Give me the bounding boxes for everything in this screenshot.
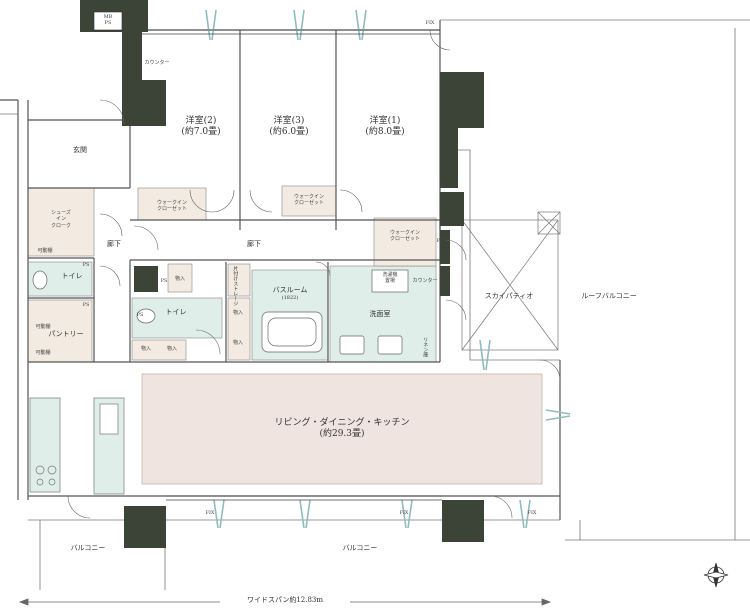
toilet-label-1: トイレ: [61, 272, 83, 280]
linen-label: リネン庫: [422, 337, 429, 357]
storage-label-4: 物入: [232, 310, 243, 316]
storage-a: [167, 263, 193, 293]
fix-label-1: FIX: [205, 510, 215, 516]
room-western3-label: 洋室(3)(約6.0畳): [269, 116, 309, 138]
hallway-label-2: 廊下: [247, 240, 261, 248]
walkin-label-1: ウォークインクローゼット: [156, 200, 187, 213]
fix-label-4: FIX: [425, 20, 435, 26]
room-western2-label: 洋室(2)(約7.0畳): [181, 116, 221, 138]
sky-patio-label: スカイパティオ: [484, 292, 534, 300]
movable-shelf-label-1: 可動棚: [37, 248, 53, 254]
washer-label: 洗濯機置場: [382, 272, 398, 285]
toilet-bowl-1: [32, 270, 48, 290]
room-western1-label: 洋室(1)(約8.0畳): [365, 116, 405, 138]
shoes-closet-label: シューズインクローク: [50, 210, 71, 229]
closet-wic2: [281, 185, 337, 217]
hallway-label-1: 廊下: [107, 240, 121, 248]
wide-span-label: ワイドスパン約12.83m: [220, 596, 350, 605]
ldk-floor: [141, 373, 543, 485]
compass: [703, 562, 729, 588]
storage-label-1: 物入: [174, 276, 185, 282]
fix-label-2: FIX: [399, 510, 409, 516]
storage-label-2: 物入: [140, 346, 151, 352]
door-swings: [67, 29, 561, 519]
fixtures: [32, 269, 409, 355]
entrance-label: 玄関: [73, 146, 87, 154]
counter-label-1: カウンター: [412, 278, 438, 284]
closet-wic3: [373, 217, 437, 267]
ps-label-1: PS: [160, 278, 168, 284]
closet-shoes: [27, 187, 95, 257]
ps-label-4: PS: [436, 238, 444, 244]
movable-shelf-label-2: 可動棚: [35, 324, 51, 330]
ldk-label: リビング・ダイニング・キッチン(約29.3畳): [274, 418, 410, 440]
fix-label-3: FIX: [527, 510, 537, 516]
katazuke-area: [227, 263, 251, 297]
pantry-label: パントリー: [48, 330, 84, 338]
balcony-label-1: バルコニー: [70, 544, 106, 552]
counter-label-2: カウンター: [144, 60, 170, 66]
ps-label-2: PS: [82, 262, 90, 268]
mb-ps-box: [93, 11, 123, 31]
sink-2: [377, 335, 403, 355]
storage-b: [131, 339, 187, 361]
window-frames: [142, 29, 442, 501]
storage-c: [227, 297, 251, 361]
kitchen: [29, 397, 125, 495]
washer: [371, 269, 409, 293]
storage-label-5: 物入: [232, 340, 243, 346]
window-markers: [205, 9, 571, 529]
bathroom-label: バスルーム(1822): [272, 286, 308, 301]
storage-label-3: 物入: [166, 346, 177, 352]
toilet-bowl-2: [136, 308, 156, 324]
katazuke-label: 片付けストレージ: [232, 266, 239, 306]
walkin-label-2: ウォークインクローゼット: [293, 194, 324, 207]
roof-balcony-label: ルーフバルコニー: [581, 292, 637, 300]
ps-label-3: PS: [82, 302, 90, 308]
washroom-label: 洗面室: [369, 310, 391, 318]
sky-patio-frame: [461, 211, 561, 351]
sink-1: [339, 335, 365, 355]
walkin-label-3: ウォークインクローゼット: [389, 230, 420, 243]
ps-label-5: PS: [136, 312, 144, 318]
balcony-label-2: バルコニー: [342, 544, 378, 552]
movable-shelf-label-3: 可動棚: [35, 350, 51, 356]
toilet-label-2: トイレ: [165, 308, 187, 316]
